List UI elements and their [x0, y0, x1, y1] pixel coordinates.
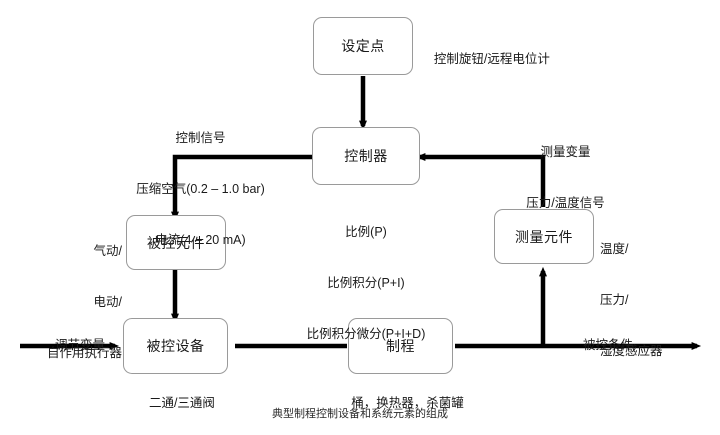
measured-variable-line-1: 测量变量 — [540, 145, 591, 159]
label-controlled-condition: 被控条件 — [582, 338, 633, 352]
box-controller-label: 控制器 — [344, 148, 388, 164]
box-controlled-device[interactable]: 被控设备 — [123, 318, 228, 374]
measured-variable-line-2: 压力/温度信号 — [526, 196, 605, 210]
label-process-note: 桶，换热器，杀菌罐 — [351, 396, 464, 410]
diagram-caption: 典型制程控制设备和系统元素的组成 — [272, 408, 448, 420]
connector-measuring-element-to-controller — [415, 153, 546, 207]
controller-mode-line-2: 比例积分(P+I) — [327, 276, 405, 290]
control-signal-line-3: 电流(4 – 20 mA) — [155, 233, 246, 247]
box-measuring-element-label: 测量元件 — [515, 228, 573, 245]
label-control-signal: 控制信号 压缩空气(0.2 – 1.0 bar) 电流(4 – 20 mA) — [98, 96, 303, 283]
box-process[interactable]: 制程 — [348, 318, 453, 374]
label-manipulated-variable: 调节变量 — [54, 338, 105, 352]
box-controlled-device-label: 被控设备 — [146, 338, 205, 354]
label-actuator-types: 气动/ 电动/ 自作用执行器 — [10, 209, 122, 396]
control-signal-line-2: 压缩空气(0.2 – 1.0 bar) — [136, 182, 265, 196]
label-setpoint-note: 控制旋钮/远程电位计 — [433, 52, 550, 66]
sensor-line-1: 温度/ — [600, 242, 629, 256]
box-setpoint-label: 设定点 — [341, 38, 385, 54]
label-measured-variable: 测量变量 压力/温度信号 — [488, 110, 643, 246]
controller-mode-line-3: 比例积分微分(P+I+D) — [306, 327, 426, 341]
box-controller[interactable]: 控制器 — [312, 127, 420, 185]
box-setpoint[interactable]: 设定点 — [313, 17, 413, 75]
actuator-line-2: 电动/ — [93, 295, 122, 309]
sensor-line-3: 湿度感应器 — [600, 344, 663, 358]
control-signal-line-1: 控制信号 — [175, 131, 226, 145]
box-controlled-element-label: 被控元件 — [147, 234, 205, 251]
label-valve-note: 二通/三通阀 — [148, 396, 215, 410]
box-process-label: 制程 — [386, 338, 415, 354]
actuator-line-3: 自作用执行器 — [46, 346, 122, 360]
controller-mode-line-1: 比例(P) — [345, 225, 387, 239]
actuator-line-1: 气动/ — [93, 244, 122, 258]
connector-controller-to-controlled-element — [171, 154, 312, 222]
label-controller-modes: 比例(P) 比例积分(P+I) 比例积分微分(P+I+D) — [276, 190, 456, 377]
box-measuring-element[interactable]: 测量元件 — [494, 209, 594, 264]
label-sensor-types: 温度/ 压力/ 湿度感应器 — [600, 207, 715, 394]
sensor-line-2: 压力/ — [600, 293, 629, 307]
